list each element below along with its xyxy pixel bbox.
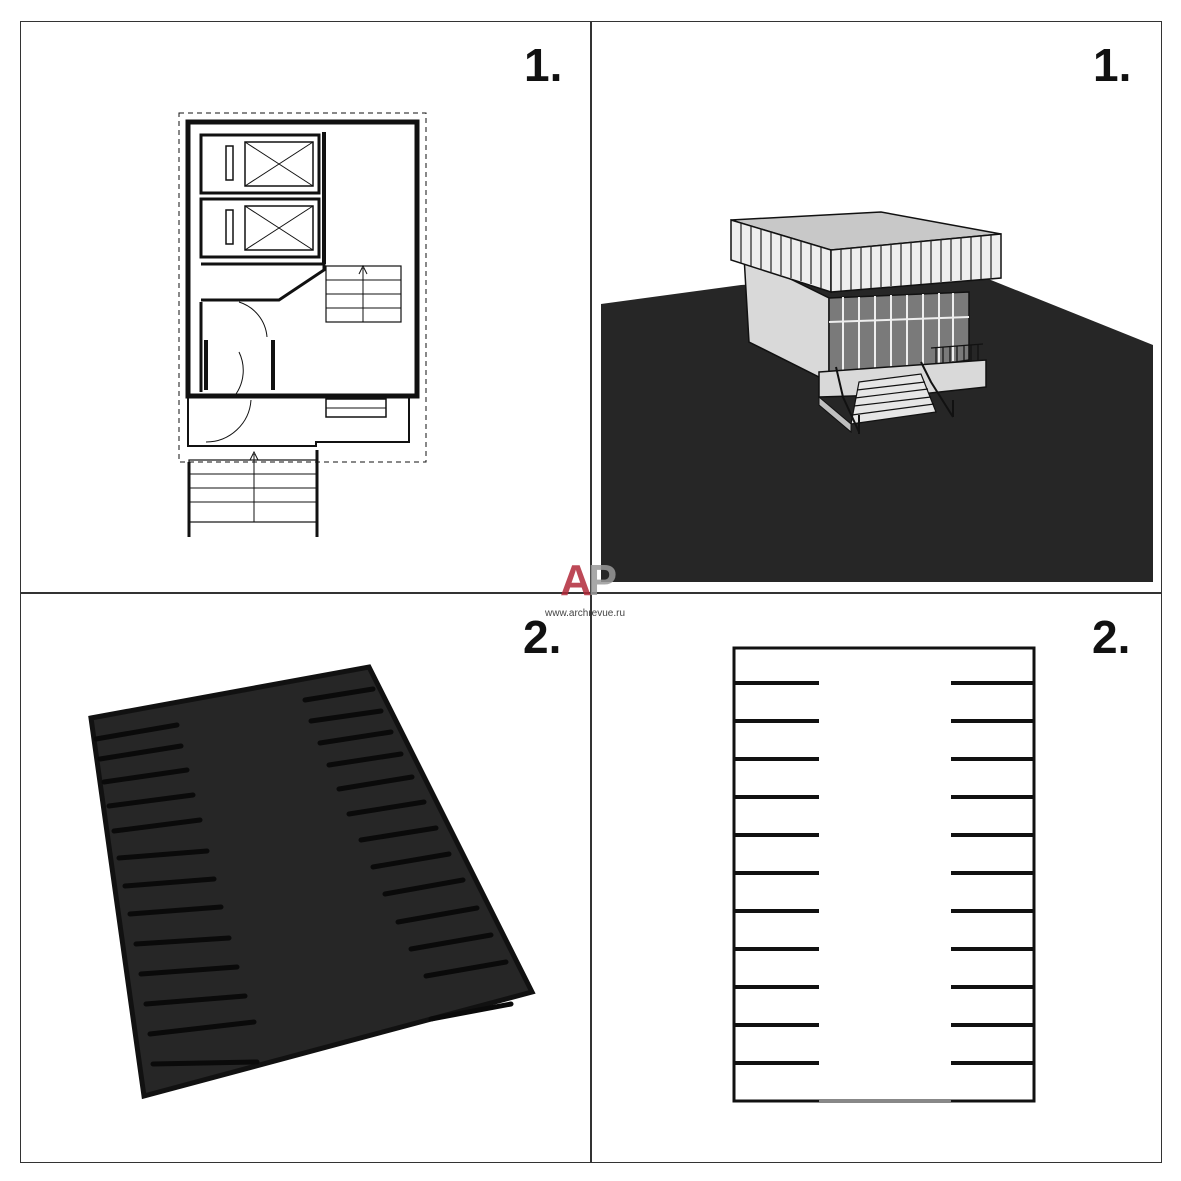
- roof-slats: [740, 223, 992, 291]
- stair-railings: [835, 361, 954, 434]
- parking-stall-lines-right: [302, 686, 514, 1022]
- elevator-cab-1: [244, 141, 314, 187]
- panel-parking-render: 2.: [21, 594, 591, 1164]
- facade-mullions: [828, 293, 970, 378]
- exterior-wall: [185, 119, 420, 399]
- panel-building-render: 1.: [591, 22, 1161, 592]
- parking-stall-lines-left: [93, 722, 260, 1067]
- parking-render: [88, 664, 536, 1100]
- elevator-shaft-2: [199, 197, 321, 259]
- door-swing: [238, 301, 268, 338]
- parking-plan: [732, 646, 1036, 1103]
- plot-boundary: [178, 112, 427, 463]
- stair-arrow-icon: [249, 450, 259, 461]
- porch-railing: [930, 343, 984, 364]
- panel-number: 1.: [524, 39, 563, 91]
- partition-wall: [201, 262, 326, 302]
- watermark-logo: AP: [560, 556, 617, 605]
- panel-parking-plan: 2.: [591, 594, 1161, 1164]
- panel-number: 1.: [1093, 39, 1132, 91]
- elevator-cab-2: [244, 205, 314, 251]
- panel-building-plan: 1.: [21, 22, 591, 592]
- watermark-site: www.archrevue.ru: [545, 608, 626, 619]
- building-floor-plan: [178, 112, 427, 537]
- entrance-porch: [187, 396, 410, 447]
- ground-plane: [601, 272, 1153, 582]
- parking-lot-surface: [88, 664, 536, 1100]
- parking-stall-lines-right: [951, 681, 1034, 1065]
- elevator-shaft-1: [199, 133, 321, 195]
- entrance-steps: [850, 373, 937, 425]
- roof-fascia-front: [830, 233, 1002, 293]
- panel-number: 2.: [523, 611, 562, 663]
- parking-stall-lines-left: [734, 681, 819, 1065]
- stair-arrow-icon: [358, 264, 368, 275]
- horizontal-divider: [20, 592, 1162, 594]
- exterior-stair: [188, 459, 318, 523]
- panel-number: 2.: [1092, 611, 1131, 663]
- building-render: [601, 211, 1153, 582]
